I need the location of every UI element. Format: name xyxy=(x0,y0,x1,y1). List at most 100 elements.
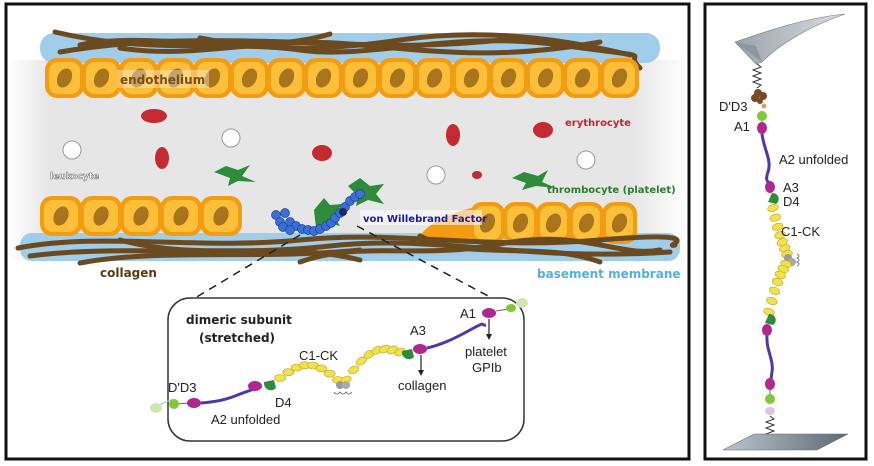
right-label-a1: A1 xyxy=(734,119,750,134)
nucleus xyxy=(133,206,149,226)
vwf-monomer xyxy=(285,225,295,235)
endothelium-top xyxy=(45,58,639,98)
inset-label-collagen: collagen xyxy=(398,378,446,393)
domain-d4-green xyxy=(263,380,276,391)
nucleus xyxy=(352,68,369,88)
endothelium-bottom-left xyxy=(40,196,242,236)
domain-a3-magenta xyxy=(248,381,262,391)
thrombocytes xyxy=(214,165,556,228)
inset-label-dd3: D'D3 xyxy=(168,380,197,395)
nucleus xyxy=(53,206,69,226)
leukocyte-cell xyxy=(576,150,596,170)
nucleus xyxy=(130,68,147,88)
anchor-molecule xyxy=(751,89,767,104)
domain-a3-magenta xyxy=(762,324,772,336)
nucleus xyxy=(204,68,221,88)
label-vwf: von Willebrand Factor xyxy=(363,214,487,225)
domain-d4-green xyxy=(765,313,776,325)
nucleus xyxy=(389,68,406,88)
arrow-down-icon xyxy=(486,334,492,340)
nucleus xyxy=(611,68,628,88)
ck-knot xyxy=(342,381,350,389)
nucleus xyxy=(512,213,529,233)
label-basement-membrane: basement membrane xyxy=(537,267,681,281)
substrate-surface xyxy=(722,433,849,451)
label-leukocyte: leukocyte xyxy=(50,172,99,182)
erythrocyte-cell xyxy=(472,171,482,179)
right-panel: D'D3 A1 A2 unfolded A3 D4 C1-CK xyxy=(703,2,868,461)
spring-bottom-icon xyxy=(764,415,776,438)
nucleus xyxy=(537,68,554,88)
inset-label-a3: A3 xyxy=(410,323,426,338)
thrombocyte-cell xyxy=(348,178,384,206)
domain-a1-magenta xyxy=(482,308,496,318)
right-label-a3: A3 xyxy=(783,180,799,195)
right-label-c1ck: C1-CK xyxy=(781,224,820,239)
nucleus xyxy=(93,206,109,226)
inset-frame xyxy=(167,297,525,442)
inset-label-gpib: GPIb xyxy=(472,360,502,375)
collagen-fibers-bottom xyxy=(15,233,680,266)
vwf-multimer xyxy=(271,189,365,236)
domain-a1-magenta xyxy=(757,122,767,134)
leukocyte-cell xyxy=(221,128,241,148)
domain-d4-green xyxy=(401,349,414,360)
leukocytes xyxy=(62,128,596,185)
nucleus xyxy=(213,206,229,226)
inset-domain-chain xyxy=(150,298,528,413)
inset-label-a2: A2 unfolded xyxy=(211,412,280,427)
erythrocyte-cell xyxy=(312,145,332,161)
nucleus xyxy=(426,68,443,88)
right-panel-frame xyxy=(703,2,868,461)
right-label-a2: A2 unfolded xyxy=(779,152,848,167)
domain-dd3-green xyxy=(169,399,179,409)
domain-a3-magenta xyxy=(765,181,775,193)
nucleus xyxy=(500,68,517,88)
vwf-monomer xyxy=(280,208,290,218)
ck-knot xyxy=(336,381,344,389)
inset-label-c1ck: C1-CK xyxy=(299,348,338,363)
right-label-dd3: D'D3 xyxy=(719,99,748,114)
nucleus xyxy=(611,213,628,233)
nucleus xyxy=(278,68,295,88)
inset-dimeric-subunit: dimeric subunit (stretched) xyxy=(150,297,528,442)
right-label-d4: D4 xyxy=(783,194,800,209)
left-panel: endothelium erythrocyte leukocyte thromb… xyxy=(4,2,691,461)
erythrocyte-cell xyxy=(533,122,553,138)
nucleus xyxy=(56,68,73,88)
nucleus xyxy=(93,68,110,88)
inset-label-platelet: platelet xyxy=(465,344,507,359)
nucleus xyxy=(315,68,332,88)
erythrocyte-cell xyxy=(141,109,167,123)
inset-subtitle: (stretched) xyxy=(199,331,275,345)
nucleus xyxy=(545,213,562,233)
anchor-domain xyxy=(765,407,775,415)
domain-a2-unfolded xyxy=(426,322,487,350)
nucleus xyxy=(578,213,595,233)
nucleus xyxy=(479,213,496,233)
label-endothelium: endothelium xyxy=(120,73,205,87)
domain-dd3-green xyxy=(506,304,516,312)
inset-label-d4: D4 xyxy=(275,395,292,410)
label-thrombocyte: thrombocyte (platelet) xyxy=(547,185,676,196)
label-erythrocyte: erythrocyte xyxy=(565,118,631,129)
nucleus xyxy=(574,68,591,88)
spring-top-icon xyxy=(751,63,763,89)
zoom-line-left xyxy=(194,234,301,299)
domain-dd3-green xyxy=(765,394,775,404)
inset-label-a1: A1 xyxy=(460,306,476,321)
nucleus xyxy=(167,68,184,88)
domain-dd3-green xyxy=(757,111,767,121)
domain-c-yellow xyxy=(763,259,792,317)
ghost-domain xyxy=(150,403,162,413)
erythrocytes xyxy=(141,109,553,179)
inset-title: dimeric subunit xyxy=(186,313,292,327)
ghost-domain xyxy=(516,298,528,308)
zoom-line-right xyxy=(356,225,491,298)
domain-a1-magenta xyxy=(765,378,775,390)
nucleus xyxy=(241,68,258,88)
leukocyte-cell xyxy=(62,140,82,160)
leukocyte-cell xyxy=(426,165,446,185)
afm-cantilever-tip xyxy=(734,13,846,65)
